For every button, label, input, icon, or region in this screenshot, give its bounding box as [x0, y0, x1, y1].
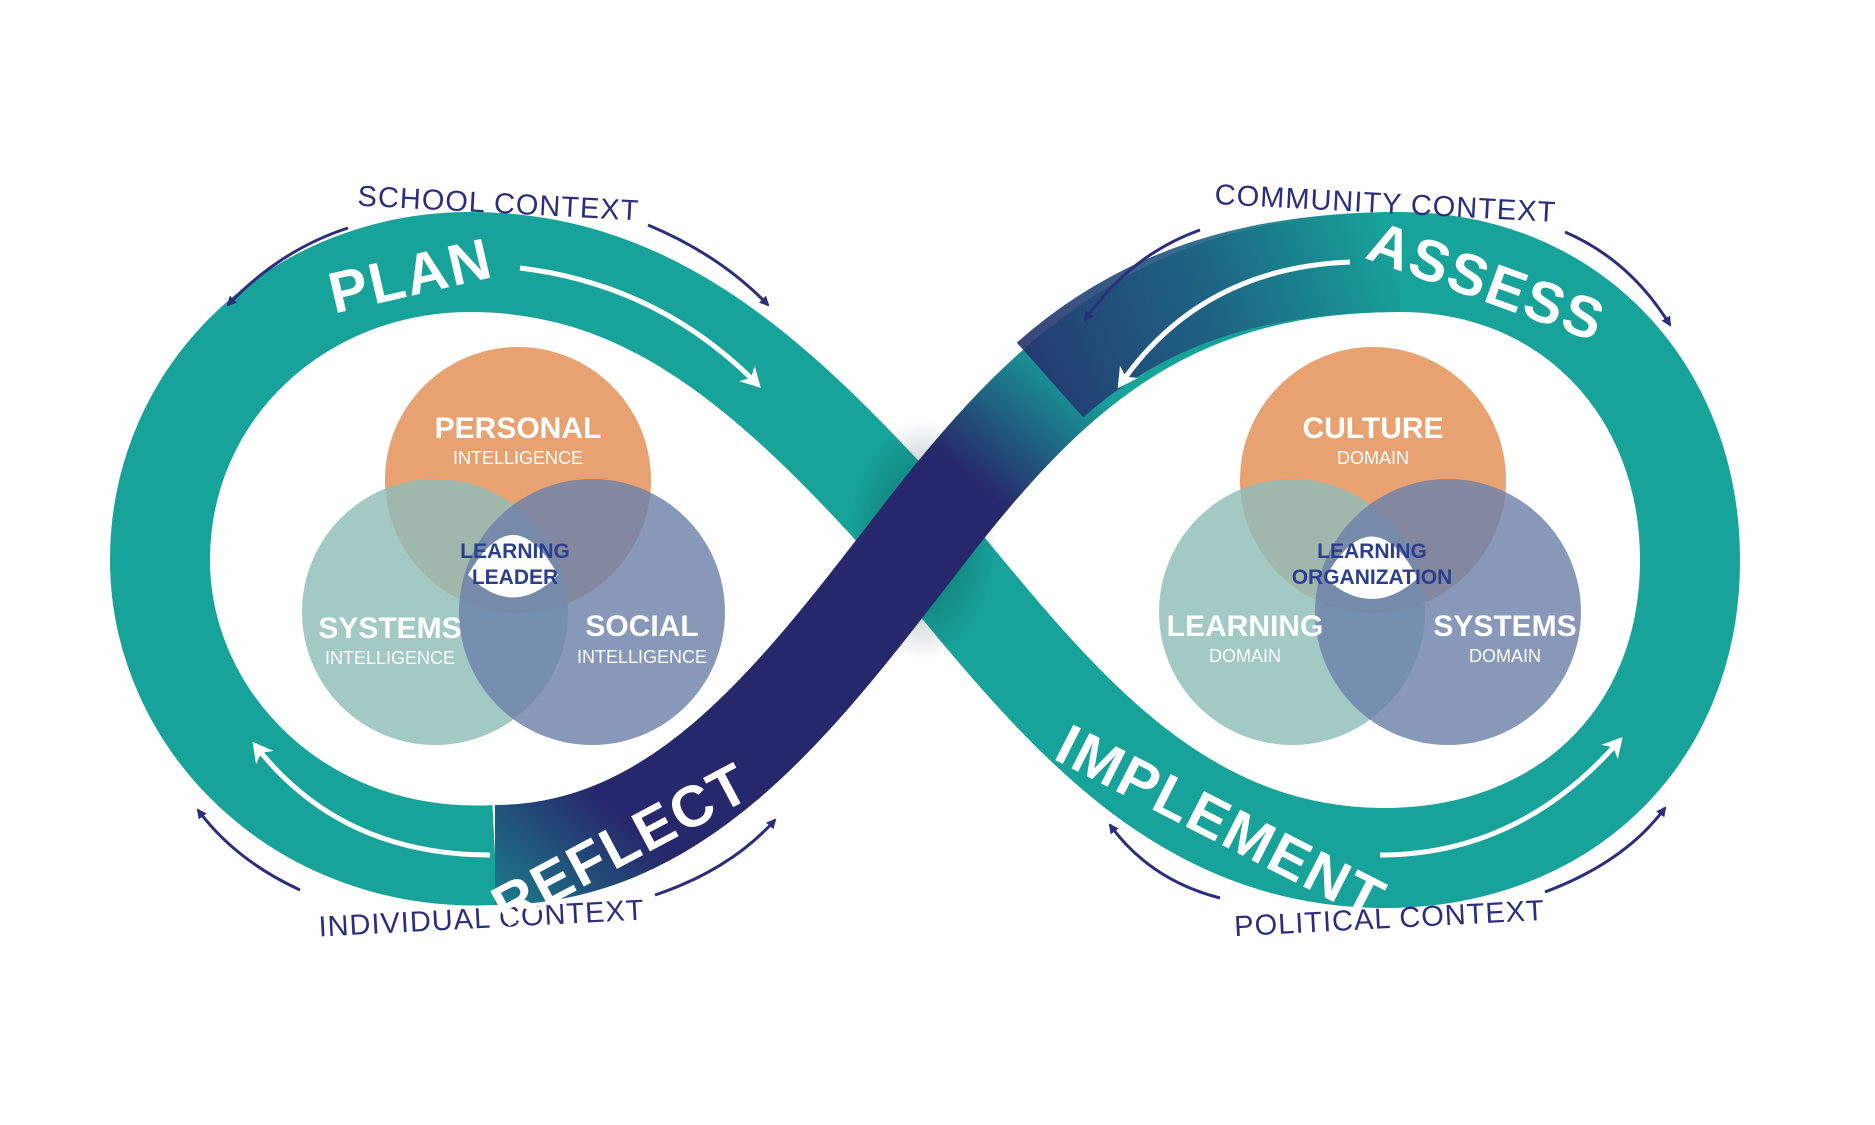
- social-subtitle: INTELLIGENCE: [577, 647, 707, 667]
- learning-leader-center: [468, 535, 558, 598]
- school-context-arrow-left: [226, 226, 349, 307]
- learning-leader-line1: LEARNING: [460, 540, 570, 563]
- systems-domain-subtitle: DOMAIN: [1469, 646, 1541, 666]
- individual-context-arrow-left: [196, 808, 301, 892]
- plan-flow-arrow: [519, 265, 761, 388]
- learning-domain-title: LEARNING: [1167, 610, 1324, 643]
- social-title: SOCIAL: [585, 610, 698, 643]
- left-venn: [302, 347, 725, 745]
- personal-subtitle: INTELLIGENCE: [453, 448, 583, 468]
- reflect-flow-arrow: [252, 741, 491, 858]
- systems-intelligence-subtitle: INTELLIGENCE: [325, 648, 455, 668]
- community-context-arrow-left: [1083, 228, 1201, 322]
- implement-flow-arrow: [1379, 736, 1623, 858]
- right-venn: [1159, 347, 1581, 745]
- political-context-arrow-right: [1544, 806, 1667, 894]
- learning-leader-line2: LEADER: [472, 566, 558, 589]
- school-context-arrow-right: [647, 223, 770, 307]
- political-context-arrow-left: [1108, 823, 1221, 900]
- personal-title: PERSONAL: [435, 412, 602, 445]
- culture-title: CULTURE: [1302, 412, 1443, 445]
- individual-context-arrow-right: [654, 818, 777, 897]
- learning-organization-center: [1325, 536, 1418, 599]
- systems-domain-title: SYSTEMS: [1433, 610, 1576, 643]
- systems-intelligence-title: SYSTEMS: [318, 612, 461, 645]
- learning-domain-subtitle: DOMAIN: [1209, 646, 1281, 666]
- culture-subtitle: DOMAIN: [1337, 448, 1409, 468]
- assess-flow-arrow: [1117, 259, 1351, 389]
- learning-organization-line2: ORGANIZATION: [1292, 566, 1453, 589]
- political-context-label: POLITICAL CONTEXT: [1233, 895, 1545, 943]
- community-context-arrow-right: [1564, 230, 1672, 327]
- learning-organization-line1: LEARNING: [1317, 540, 1427, 563]
